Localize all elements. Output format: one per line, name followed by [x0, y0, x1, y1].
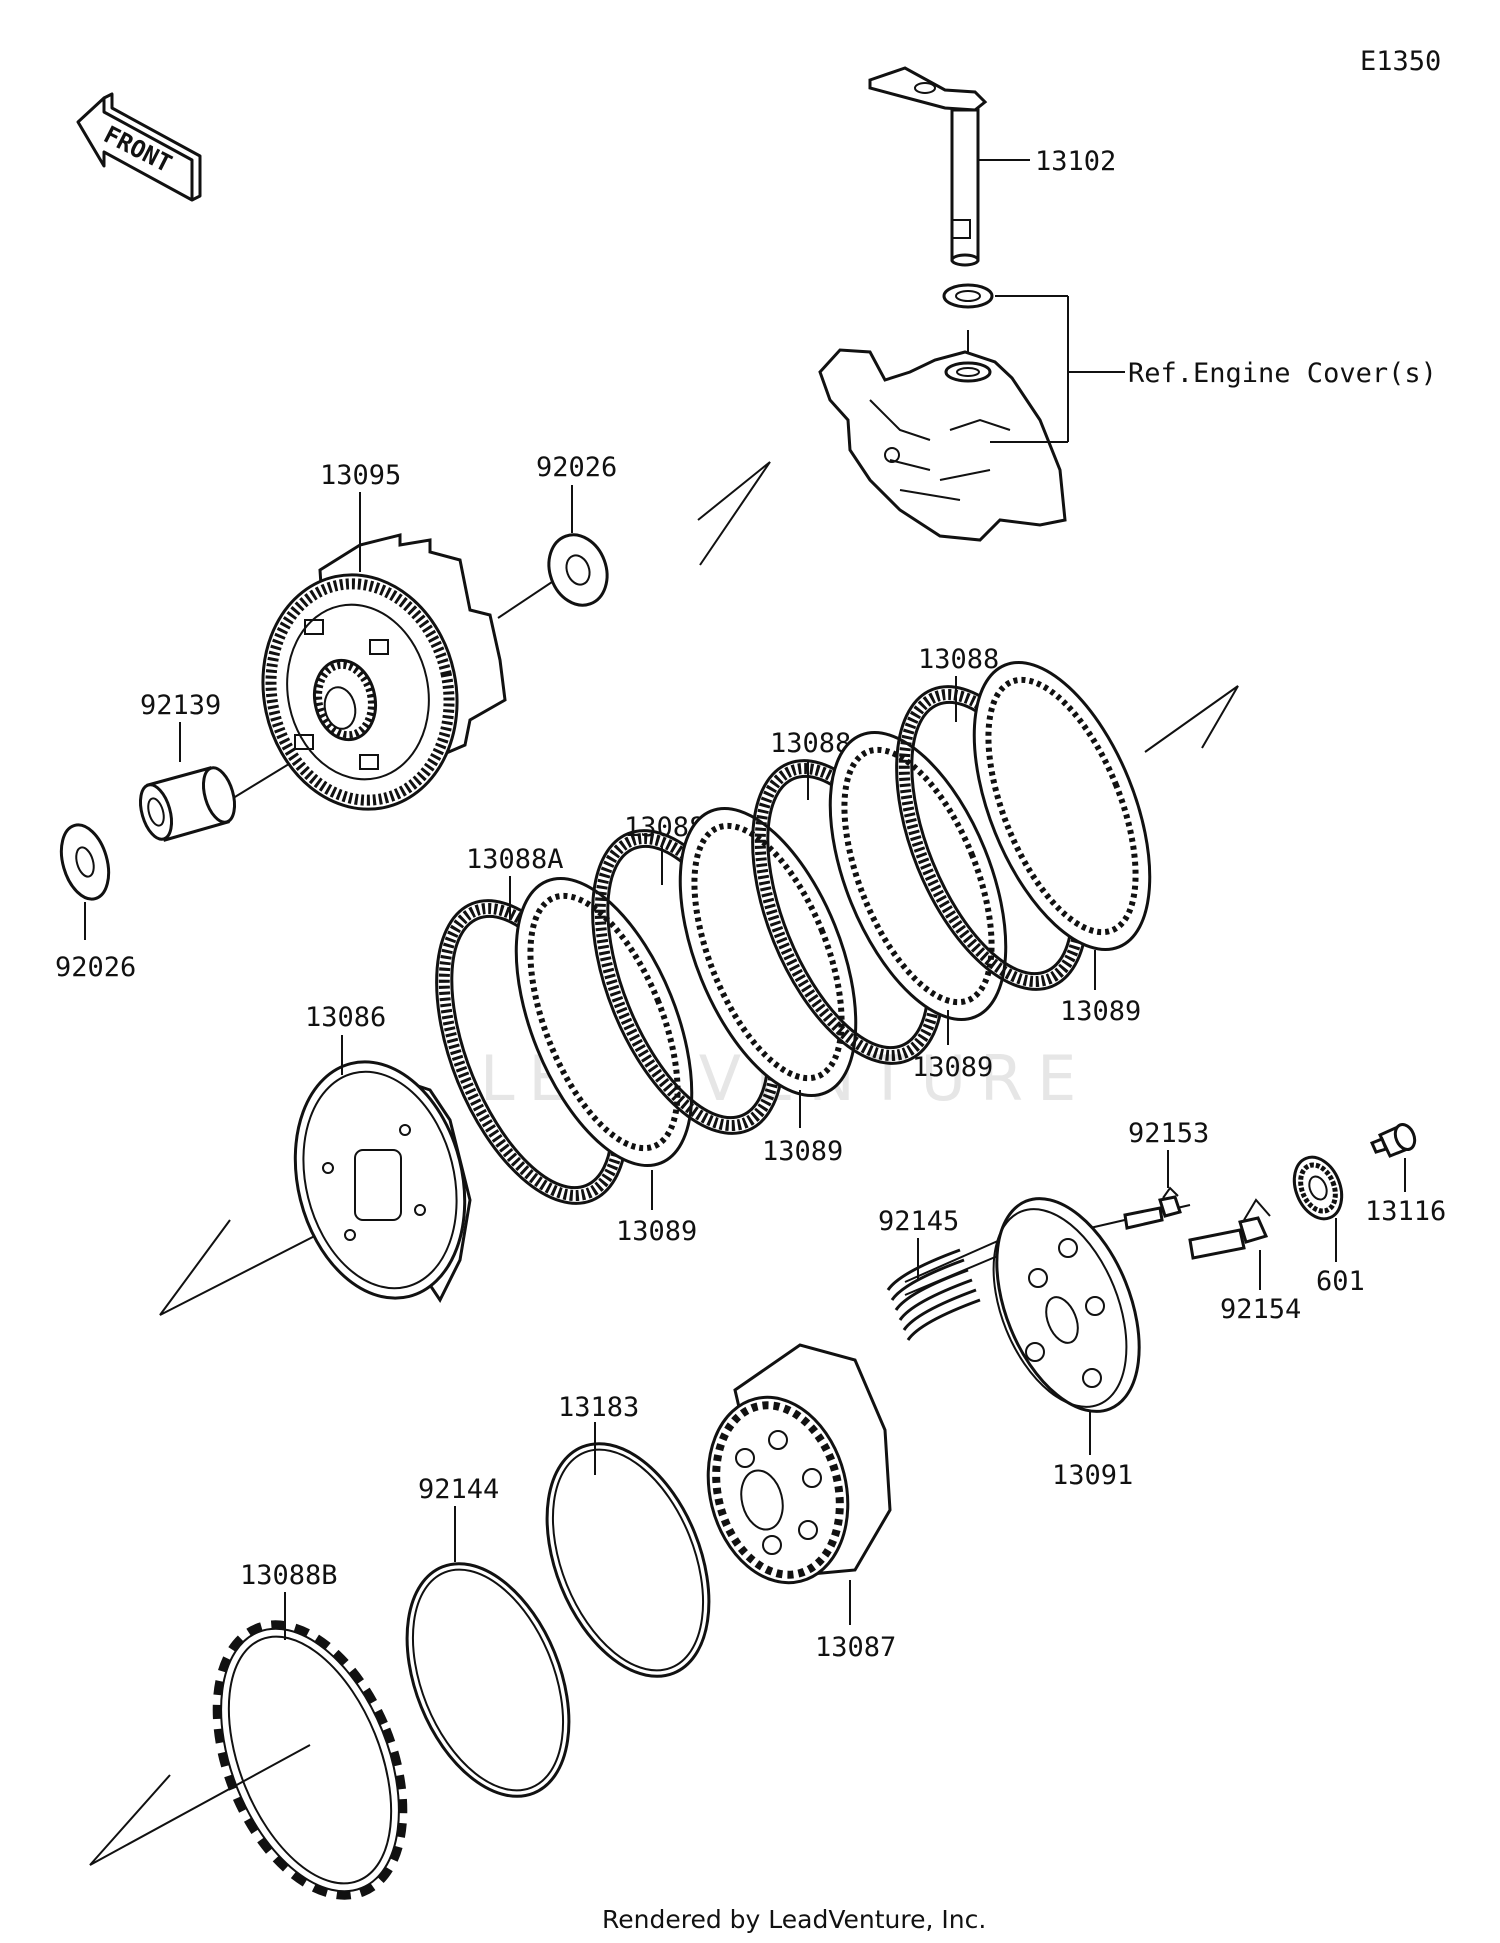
- label-92144: 92144: [418, 1474, 499, 1505]
- label-13088-c: 13088: [918, 644, 999, 675]
- label-92026-left: 92026: [55, 952, 136, 983]
- label-92145: 92145: [878, 1206, 959, 1237]
- label-13087: 13087: [815, 1632, 896, 1663]
- label-92154: 92154: [1220, 1294, 1301, 1325]
- label-13088B: 13088B: [240, 1560, 338, 1591]
- part-92026-washer-left: 92026: [55, 823, 136, 983]
- part-13089-steel-plate-a: 13089: [514, 877, 697, 1247]
- label-13116: 13116: [1365, 1196, 1446, 1227]
- part-92144-ring: 92144: [405, 1474, 571, 1798]
- part-13095-clutch-housing: 13095: [261, 460, 507, 811]
- label-13102: 13102: [1035, 146, 1116, 177]
- footer-credit: Rendered by LeadVenture, Inc.: [602, 1905, 986, 1934]
- label-92139: 92139: [140, 690, 221, 721]
- label-601: 601: [1316, 1266, 1365, 1297]
- front-arrow-icon: FRONT: [76, 92, 202, 202]
- part-13102-clutch-release-shaft: 13102: [868, 66, 1116, 267]
- label-13088A: 13088A: [466, 844, 564, 875]
- label-13089-b: 13089: [762, 1136, 843, 1167]
- part-13089-steel-plate-b: 13089: [678, 807, 858, 1167]
- part-92026-washer-top: 92026: [536, 452, 617, 607]
- part-13089-steel-plate-d: 13089: [972, 661, 1152, 1027]
- label-13089-a: 13089: [616, 1216, 697, 1247]
- label-13088-b: 13088: [770, 728, 851, 759]
- label-13091: 13091: [1052, 1460, 1133, 1491]
- part-oil-seal: [942, 283, 994, 368]
- label-13089-d: 13089: [1060, 996, 1141, 1027]
- part-13183-ring: 13183: [545, 1392, 711, 1678]
- label-13183: 13183: [558, 1392, 639, 1423]
- part-92139-collar: 92139: [138, 690, 237, 842]
- part-92154-bolt: 92154: [1188, 1198, 1301, 1325]
- part-13086-clutch-hub-plate: 13086: [293, 1002, 472, 1303]
- part-13116-pusher: 13116: [1365, 1122, 1446, 1227]
- part-13089-steel-plate-c: 13089: [828, 731, 1008, 1083]
- label-92026-top: 92026: [536, 452, 617, 483]
- label-ref-engine-cover: Ref.Engine Cover(s): [1128, 358, 1437, 389]
- part-92153-bolt: 92153: [1123, 1118, 1209, 1230]
- part-13088B-friction-plate: 13088B: [212, 1560, 408, 1900]
- label-92153: 92153: [1128, 1118, 1209, 1149]
- engine-cover-ref: Ref.Engine Cover(s): [818, 295, 1437, 542]
- label-13095: 13095: [320, 460, 401, 491]
- part-13087-clutch-hub: 13087: [706, 1343, 896, 1663]
- label-13086: 13086: [305, 1002, 386, 1033]
- part-92145-spring: 92145: [878, 1206, 981, 1341]
- diagram-code: E1350: [1360, 46, 1441, 77]
- part-601-bearing: 601: [1292, 1155, 1365, 1297]
- part-13091-pressure-plate: 13091: [992, 1197, 1141, 1491]
- label-13089-c: 13089: [912, 1052, 993, 1083]
